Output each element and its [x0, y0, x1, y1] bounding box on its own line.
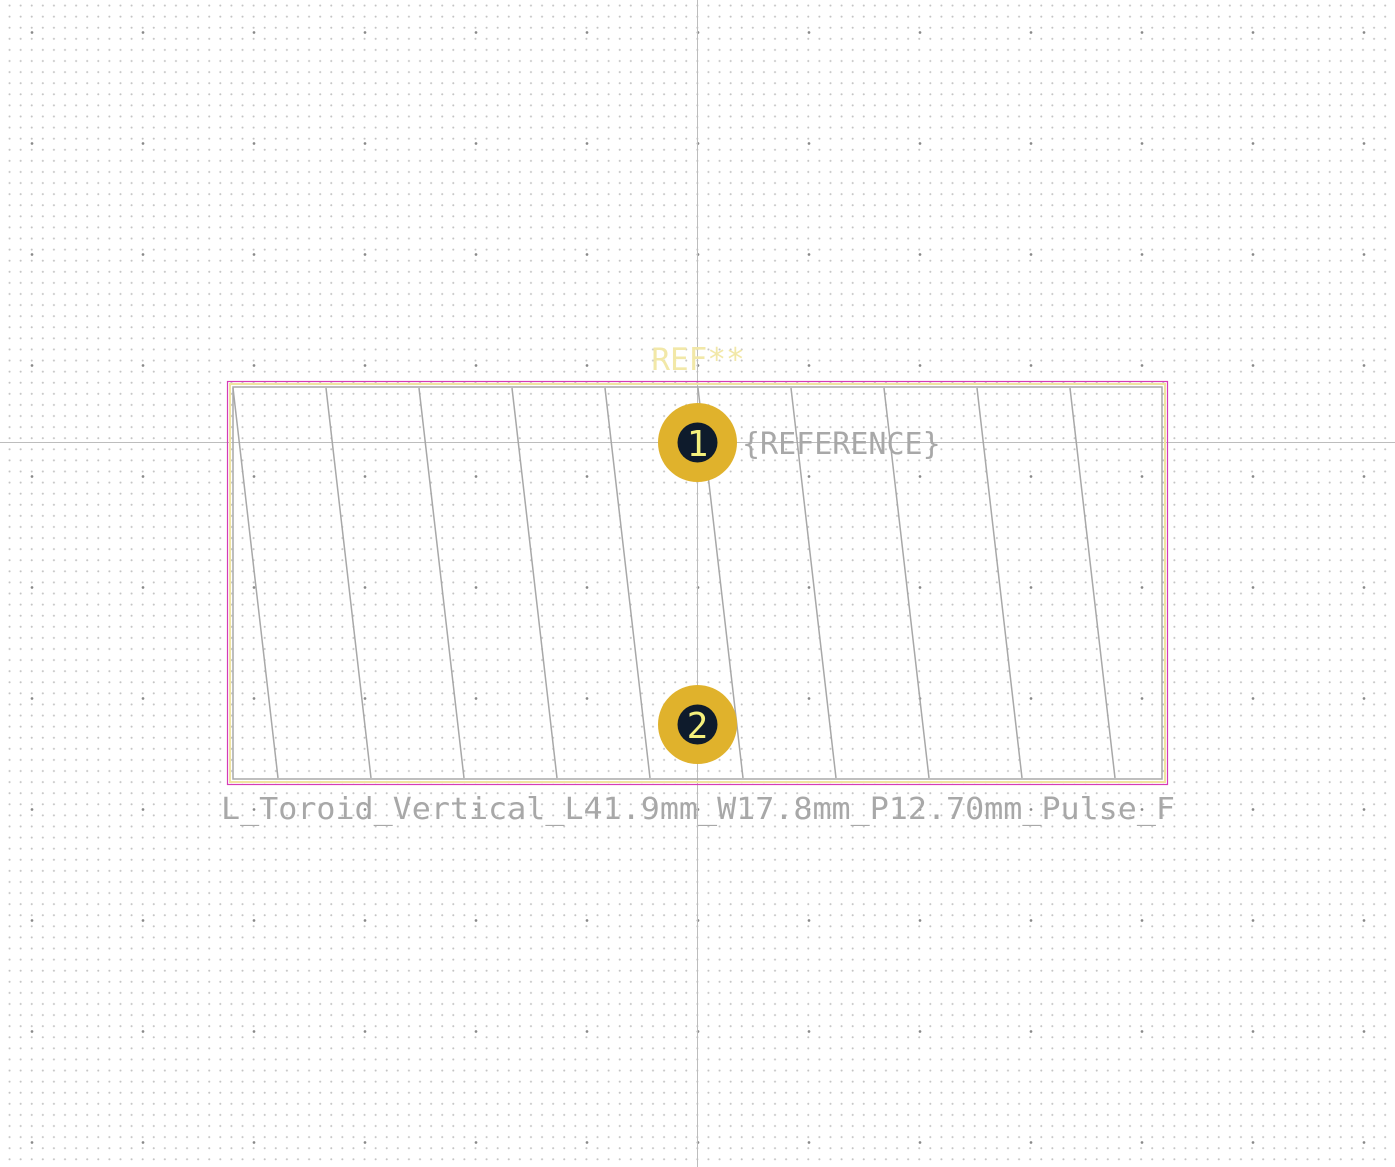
winding-line	[511, 387, 558, 779]
reference-field[interactable]: {REFERENCE}	[742, 427, 941, 462]
winding-line	[790, 387, 837, 779]
winding-line	[418, 387, 465, 779]
pad-2-number: 2	[687, 706, 709, 747]
winding-line	[604, 387, 651, 779]
winding-line	[976, 387, 1023, 779]
pad-1[interactable]: 1	[658, 403, 737, 482]
pad-2-hole	[677, 704, 718, 745]
winding-line	[232, 387, 279, 779]
value-label[interactable]: L_Toroid_Vertical_L41.9mm_W17.8mm_P12.70…	[221, 792, 1175, 827]
winding-line	[883, 387, 930, 779]
winding-line	[1069, 387, 1116, 779]
reference-label[interactable]: REF**	[651, 342, 744, 378]
winding-line	[325, 387, 372, 779]
silkscreen-outline[interactable]	[229, 383, 1166, 783]
toroid-windings	[232, 387, 1116, 779]
pad-1-number: 1	[687, 424, 709, 465]
pad-2[interactable]: 2	[658, 685, 737, 764]
pad-1-hole	[677, 422, 718, 463]
fab-outline[interactable]	[232, 386, 1163, 780]
courtyard-outline[interactable]	[226, 380, 1169, 786]
